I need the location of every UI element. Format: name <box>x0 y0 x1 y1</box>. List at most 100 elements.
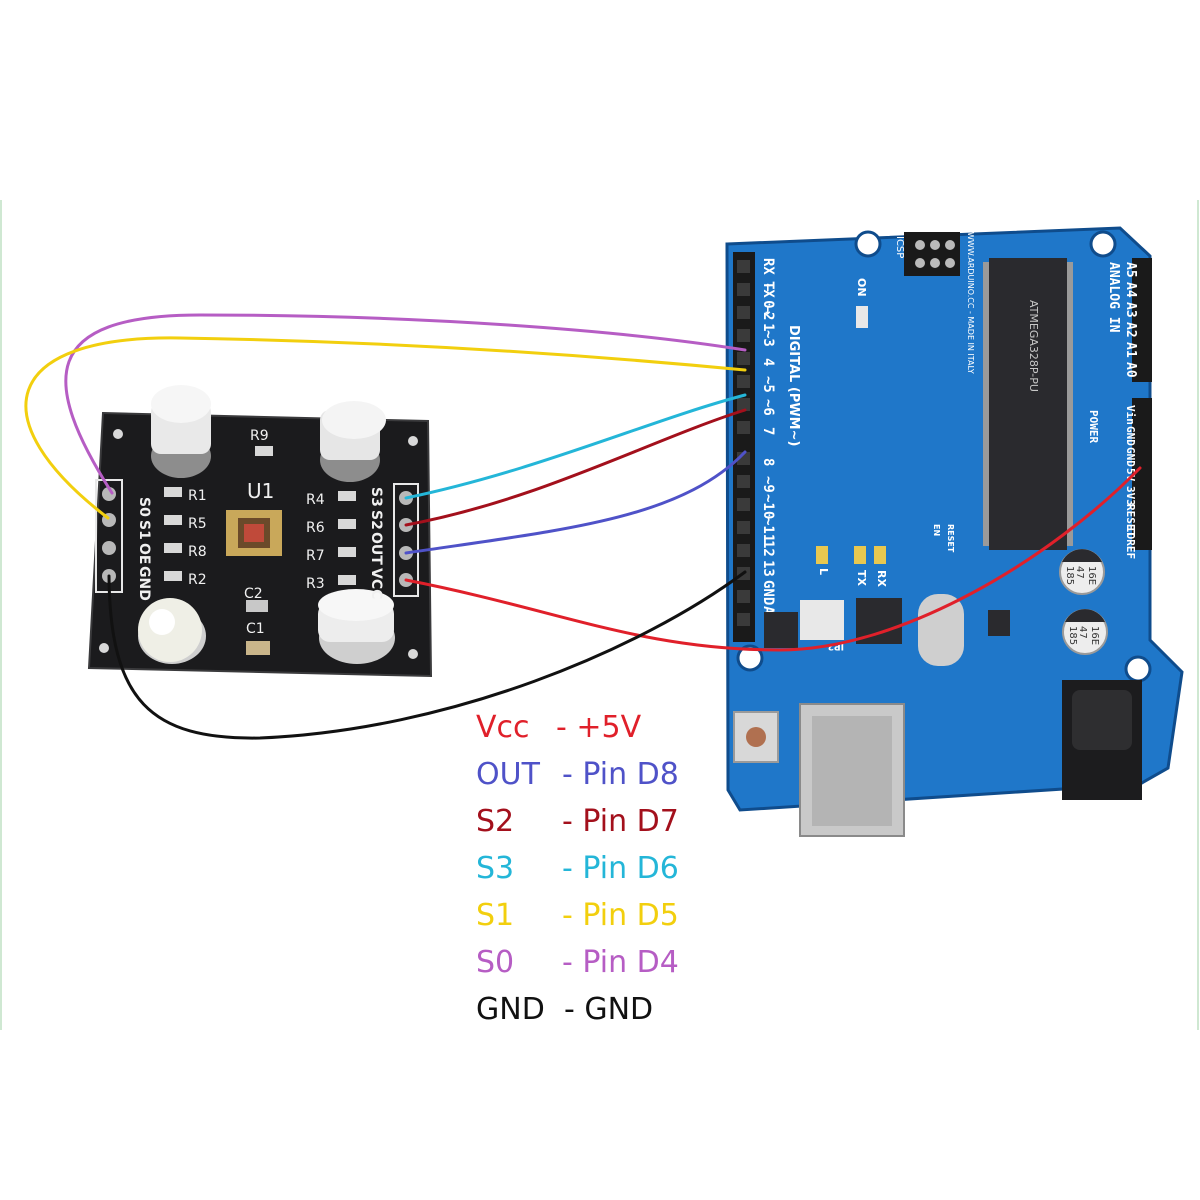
on-label: ON <box>855 278 868 297</box>
digital-label: DIGITAL (PWM~) <box>786 325 801 446</box>
legend-target: - +5V <box>556 710 642 745</box>
pin-label-d7: 7 <box>760 427 776 435</box>
led-bottom-right <box>318 589 395 664</box>
label-out: OUT <box>368 532 384 565</box>
mount-hole-icon <box>1124 655 1152 683</box>
pin-label-a5: A5 <box>1123 262 1138 278</box>
wire-s0 <box>64 313 747 495</box>
label-r2: R2 <box>188 572 207 588</box>
label-r7: R7 <box>306 548 325 564</box>
jp2-pads <box>800 600 844 640</box>
led-bottom-left <box>138 598 206 664</box>
pin-label-reset: RESET <box>1124 504 1137 537</box>
mount-hole-icon <box>99 643 109 653</box>
electrolytic-cap-1 <box>1059 549 1105 595</box>
digital-header <box>733 252 755 642</box>
legend-target: - Pin D4 <box>562 945 679 980</box>
wire-s2 <box>404 408 747 527</box>
l-led <box>816 546 828 564</box>
power-label: POWER <box>1087 410 1100 443</box>
label-r6: R6 <box>306 520 325 536</box>
mount-hole-icon <box>408 436 418 446</box>
arduino-uno-board: RX ← 0 TX → 1 2 ~3 4 ~5 ~6 7 8 ~9 ~10 ~1… <box>725 226 1184 837</box>
pin-label-a2: A2 <box>1123 322 1138 338</box>
reset-button-cap-icon <box>746 727 766 747</box>
tx-label: TX <box>855 570 868 587</box>
led-top-right <box>320 401 386 482</box>
capacitor-c2 <box>246 600 268 612</box>
electrolytic-cap-2 <box>1062 609 1108 655</box>
analog-label: ANALOG IN <box>1106 262 1121 333</box>
icsp-label: ICSP <box>894 236 905 258</box>
legend-signal: GND <box>476 992 545 1027</box>
reset-en-label: RESET <box>946 524 955 553</box>
pin-label-5v: 5V <box>1124 468 1137 482</box>
rx-led <box>874 546 886 564</box>
tx-led <box>854 546 866 564</box>
legend-signal: Vcc <box>476 710 530 745</box>
cap2-label-value: 47 <box>1077 626 1088 639</box>
jp2-label: JP2 <box>828 641 845 651</box>
label-s1: S1 <box>136 520 152 540</box>
dc-power-jack <box>1062 680 1142 800</box>
usb-b-connector <box>799 703 905 837</box>
pin-label-d11: ~11 <box>760 517 776 542</box>
wire-s3 <box>404 393 747 500</box>
legend-signal: S3 <box>476 851 515 886</box>
pin-label-d9: ~9 <box>760 476 776 493</box>
pin-label-a1: A1 <box>1123 342 1138 358</box>
legend-target: - Pin D8 <box>562 757 679 792</box>
label-s2: S2 <box>368 510 384 530</box>
label-s3: S3 <box>368 487 384 507</box>
pin-label-a0: A0 <box>1123 362 1138 378</box>
label-c2: C2 <box>244 586 263 602</box>
pin-label-gnd-2: GND <box>1124 447 1137 467</box>
made-in-label: WWW.ARDUINO.CC - MADE IN ITALY <box>966 232 975 374</box>
led-top-left <box>151 385 211 478</box>
tcs-sensor-chip <box>226 510 282 556</box>
pin-label-d1: TX → 1 <box>760 281 776 332</box>
pin-label-d3: ~3 <box>760 330 776 347</box>
mount-hole-icon <box>736 644 764 672</box>
en-label: EN <box>932 524 941 536</box>
label-vcc: VCC <box>368 568 384 599</box>
on-led <box>856 306 868 328</box>
cap2-label-code: 185 <box>1067 626 1078 645</box>
pin-label-d0: RX ← 0 <box>760 258 776 309</box>
legend-target: - GND <box>564 992 654 1027</box>
legend-signal: S0 <box>476 945 515 980</box>
pin-label-ioref: IOREF <box>1124 526 1137 559</box>
pin-label-d5: ~5 <box>760 376 776 393</box>
mount-hole-icon <box>113 429 123 439</box>
chip-label: ATMEGA328P-PU <box>1027 300 1040 392</box>
pin-label-d8: 8 <box>760 458 776 466</box>
power-header <box>1132 398 1152 550</box>
pin-label-gnd-1: GND <box>1124 426 1137 446</box>
pin-label-d13: 13 <box>760 560 776 577</box>
cap1-label-voltage: 16E <box>1086 566 1097 585</box>
pin-label-a4: A4 <box>1123 282 1138 298</box>
cap1-label-code: 185 <box>1064 566 1075 585</box>
mount-hole-icon <box>408 649 418 659</box>
pin-label-d2: 2 <box>760 312 776 320</box>
crystal <box>918 594 964 666</box>
analog-header <box>1132 258 1152 382</box>
legend-signal: OUT <box>476 757 540 792</box>
left-border-line <box>0 200 2 1030</box>
legend-target: - Pin D6 <box>562 851 679 886</box>
polyfuse <box>764 612 798 648</box>
label-r9: R9 <box>250 428 269 444</box>
rx-label: RX <box>875 570 888 587</box>
cap2-label-voltage: 16E <box>1089 626 1100 645</box>
right-header-outline <box>393 483 419 597</box>
label-gnd: GND <box>136 566 152 601</box>
label-s0: S0 <box>136 497 152 517</box>
color-sensor-module: S0 S1 OE GND S3 S2 OUT VCC R1 R5 R8 R2 <box>87 385 433 678</box>
wires <box>24 313 1142 740</box>
icsp-header <box>904 232 960 276</box>
legend-target: - Pin D7 <box>562 804 679 839</box>
capacitor-c1 <box>246 641 270 655</box>
legend-signal: S2 <box>476 804 515 839</box>
pin-label-vin: Vin <box>1124 405 1137 425</box>
